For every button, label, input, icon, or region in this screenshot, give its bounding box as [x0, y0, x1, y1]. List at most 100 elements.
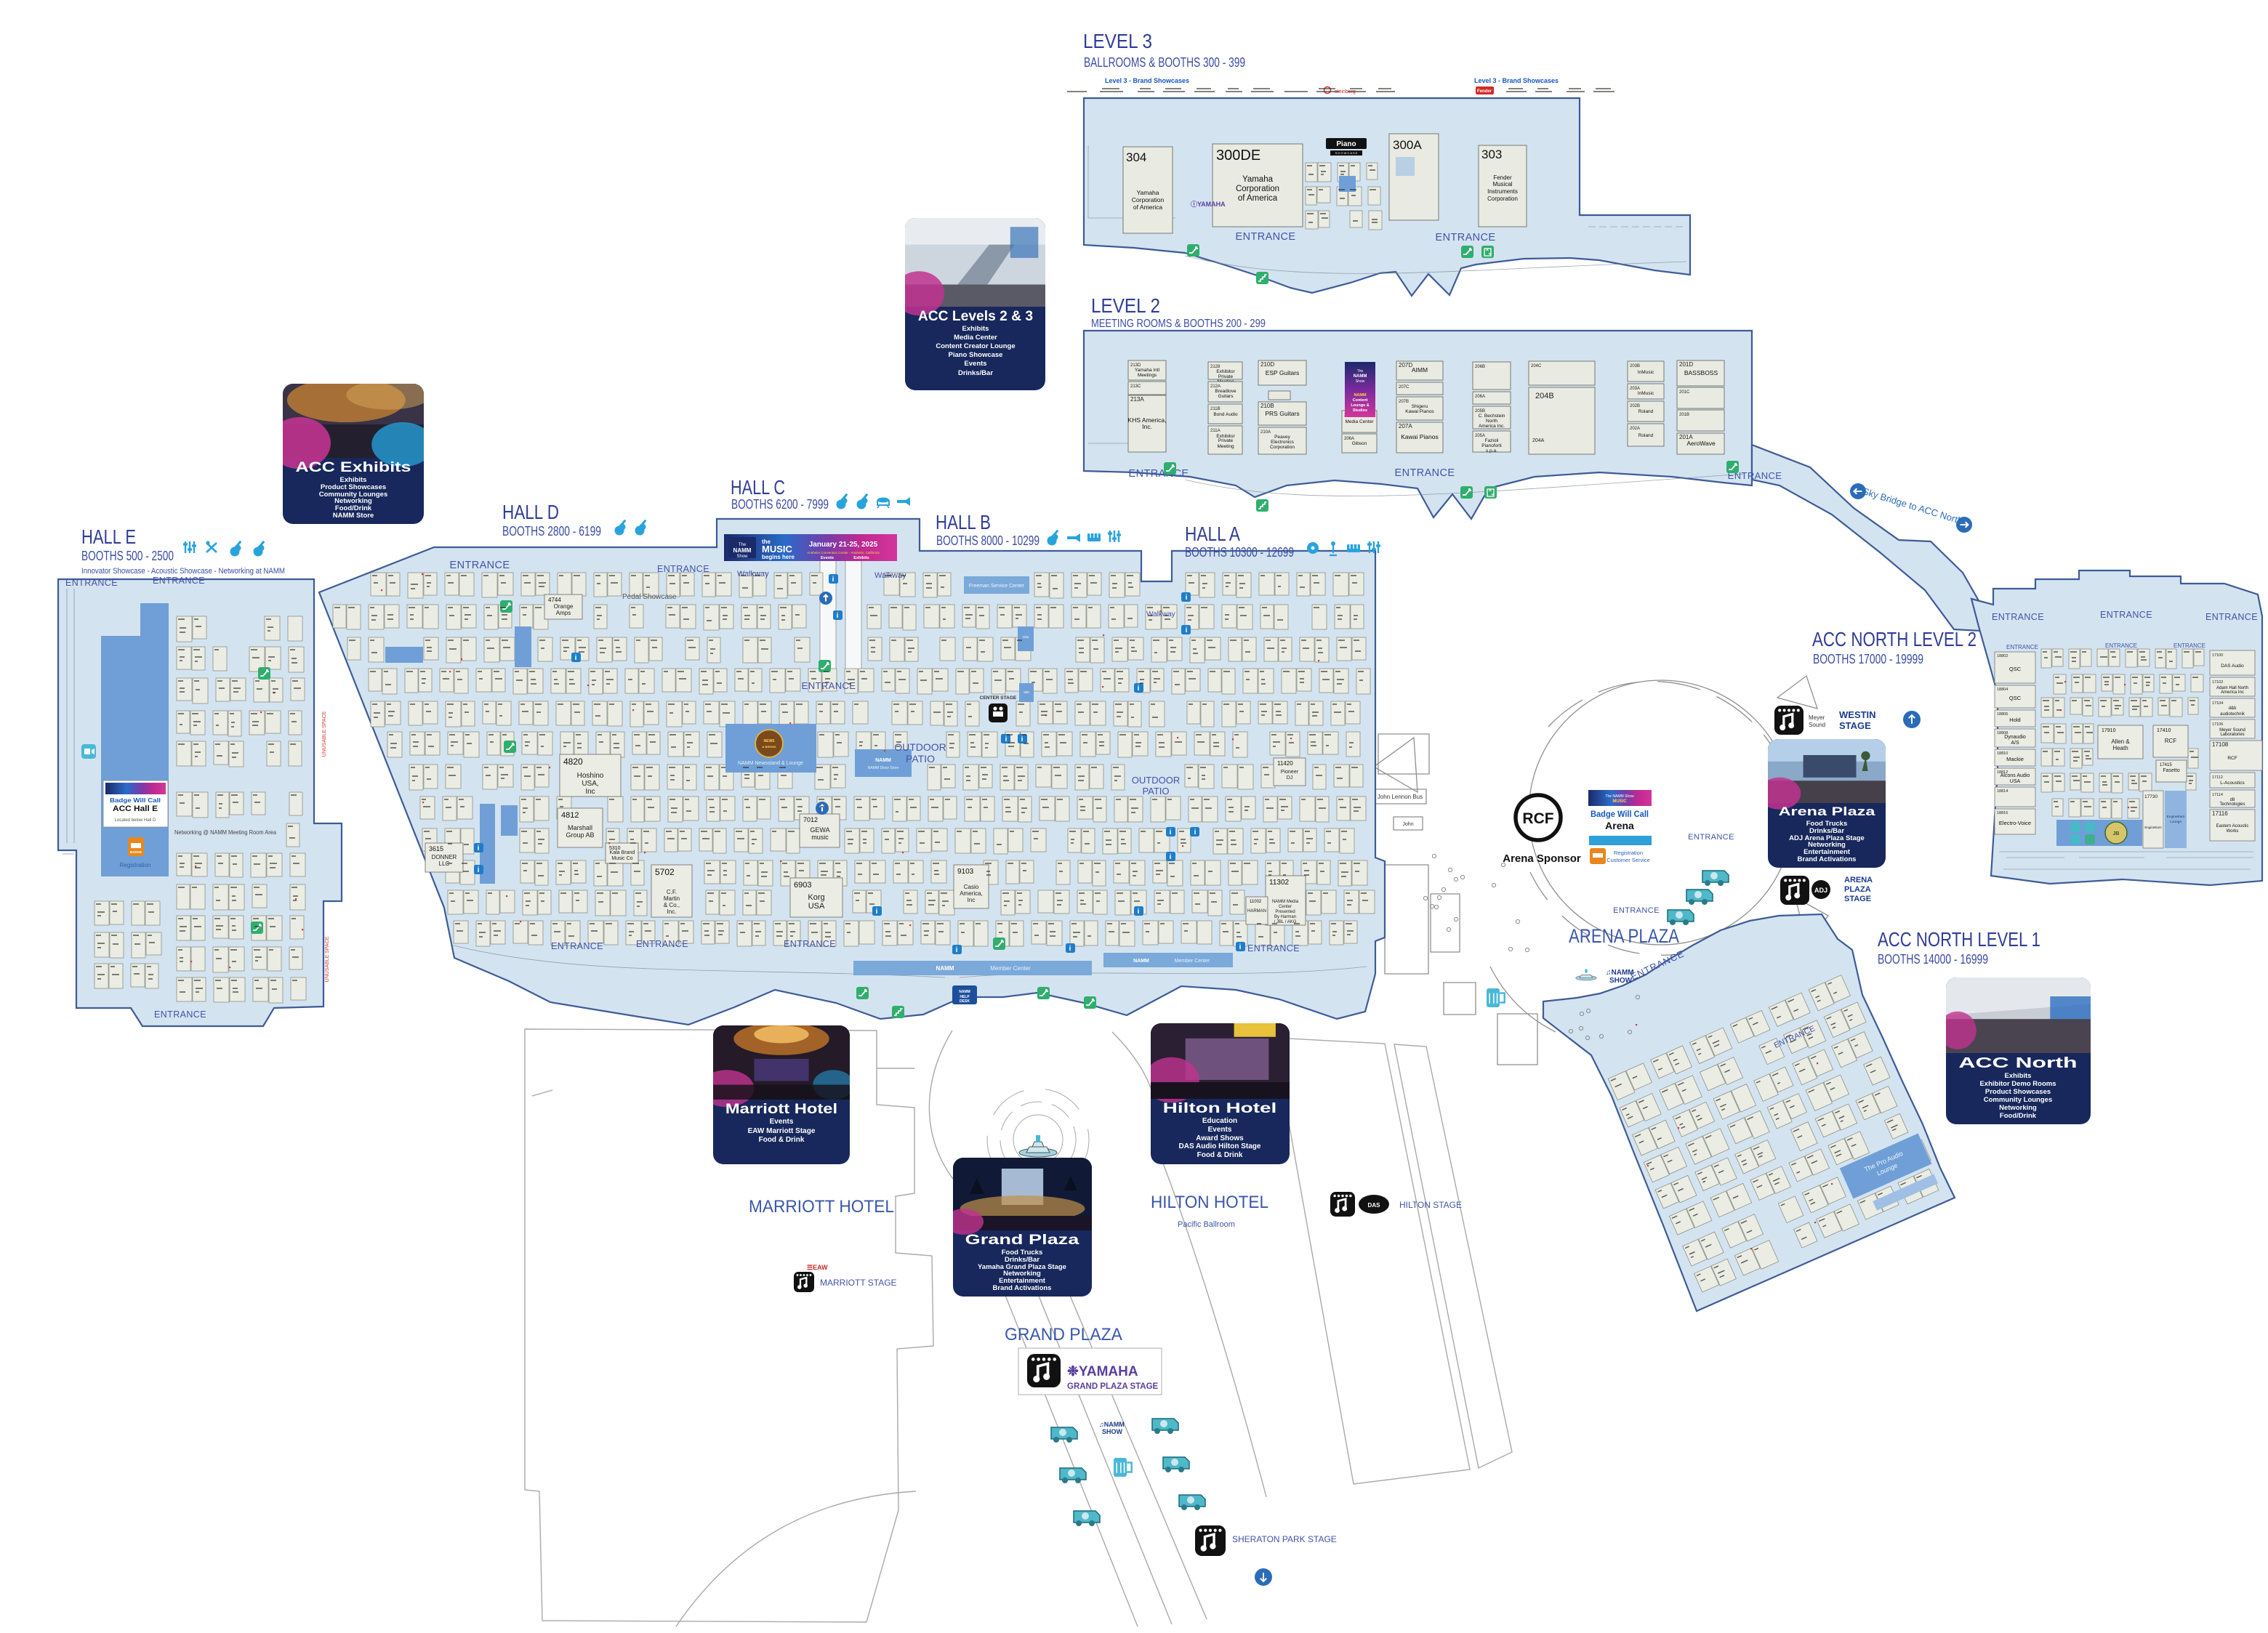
svg-text:6903: 6903: [794, 881, 811, 890]
svg-text:BALLROOMS & BOOTHS 300 - 399: BALLROOMS & BOOTHS 300 - 399: [1084, 55, 1245, 70]
svg-text:Piano Showcase: Piano Showcase: [949, 351, 1003, 359]
svg-text:i: i: [1138, 908, 1140, 916]
svg-text:NAMM Show Store: NAMM Show Store: [868, 766, 899, 770]
svg-text:STAGE: STAGE: [1839, 720, 1871, 731]
svg-text:Private: Private: [1218, 374, 1234, 379]
svg-text:QSC: QSC: [2009, 695, 2022, 701]
svg-text:America Inc: America Inc: [2221, 690, 2244, 695]
svg-text:ARENA: ARENA: [1844, 876, 1873, 884]
svg-text:MUSIC: MUSIC: [1612, 799, 1627, 804]
svg-text:Fasetto: Fasetto: [2163, 768, 2179, 773]
svg-text:i: i: [1186, 626, 1188, 634]
svg-text:Walkway: Walkway: [1146, 610, 1175, 618]
svg-text:Allen &: Allen &: [2111, 738, 2130, 745]
svg-text:Brand Activations: Brand Activations: [993, 1284, 1052, 1292]
svg-text:Member Center: Member Center: [1175, 959, 1210, 964]
svg-text:Product Showcases: Product Showcases: [1985, 1088, 2051, 1096]
svg-text:NAMM Media: NAMM Media: [1272, 900, 1299, 904]
svg-text:i: i: [956, 946, 958, 954]
svg-text:Yamaha Intl: Yamaha Intl: [1135, 368, 1160, 373]
svg-text:ENTRANCE: ENTRANCE: [65, 578, 118, 588]
svg-text:Music Co: Music Co: [611, 856, 632, 861]
svg-text:Events: Events: [770, 1118, 794, 1126]
svg-text:Musical: Musical: [1492, 181, 1512, 188]
svg-text:Exhibitor Demo Rooms: Exhibitor Demo Rooms: [1979, 1080, 2056, 1088]
svg-text:Food Trucks: Food Trucks: [1806, 820, 1847, 828]
svg-text:300A: 300A: [1393, 138, 1422, 152]
svg-text:17106: 17106: [2212, 722, 2223, 727]
svg-text:ENTRANCE: ENTRANCE: [2006, 644, 2038, 650]
svg-text:Hold: Hold: [2009, 717, 2020, 723]
svg-text:PATIO: PATIO: [1142, 786, 1169, 797]
svg-text:John: John: [1402, 822, 1413, 827]
svg-text:BOOTHS 2800 - 6199: BOOTHS 2800 - 6199: [502, 524, 601, 539]
svg-text:17100: 17100: [2212, 653, 2223, 658]
svg-text:i: i: [1239, 943, 1242, 951]
svg-text:Roland: Roland: [1638, 409, 1654, 414]
svg-text:HALL C: HALL C: [731, 476, 785, 499]
svg-text:4812: 4812: [561, 811, 579, 820]
svg-text:QSC: QSC: [2009, 666, 2022, 672]
svg-text:ENTRANCE: ENTRANCE: [657, 564, 709, 574]
svg-text:BASSBOSS: BASSBOSS: [1684, 369, 1718, 376]
svg-text:Community Lounges: Community Lounges: [1984, 1096, 2052, 1104]
svg-text:America,: America,: [960, 890, 983, 897]
svg-text:Amps: Amps: [556, 610, 571, 616]
svg-text:Fender: Fender: [1493, 174, 1512, 181]
svg-text:210D: 210D: [1260, 361, 1274, 368]
svg-text:212A: 212A: [1210, 384, 1221, 389]
svg-text:ENTRANCE: ENTRANCE: [636, 939, 688, 949]
svg-text:NAMM: NAMM: [1133, 959, 1149, 964]
svg-text:Show: Show: [1356, 379, 1365, 384]
svg-text:ENTRANCE: ENTRANCE: [551, 941, 603, 951]
svg-text:ACC Levels 2 & 3: ACC Levels 2 & 3: [918, 309, 1033, 324]
svg-text:Casio: Casio: [964, 884, 979, 890]
svg-text:STAGE: STAGE: [1844, 895, 1871, 903]
svg-text:NAMM: NAMM: [1354, 374, 1367, 379]
svg-text:Located below Hall D: Located below Hall D: [115, 818, 156, 823]
svg-text:213A: 213A: [1130, 396, 1144, 403]
svg-text:18810: 18810: [1997, 751, 2008, 756]
svg-text:210B: 210B: [1260, 403, 1274, 409]
svg-text:NAMM: NAMM: [959, 990, 970, 994]
svg-text:PLAZA: PLAZA: [1844, 885, 1871, 894]
svg-text:206A: 206A: [1475, 395, 1485, 399]
svg-text:17910: 17910: [2102, 728, 2116, 733]
svg-text:of America: of America: [1238, 194, 1278, 203]
svg-text:203B: 203B: [1630, 364, 1640, 368]
svg-text:11420: 11420: [1277, 760, 1293, 767]
svg-text:ENTRANCE: ENTRANCE: [2100, 610, 2152, 620]
svg-text:BOOTHS 6200 - 7999: BOOTHS 6200 - 7999: [731, 497, 829, 512]
svg-text:18802: 18802: [1997, 654, 2008, 658]
svg-text:Martin: Martin: [664, 895, 680, 902]
svg-text:Pedal Showcase: Pedal Showcase: [622, 593, 677, 601]
svg-text:NAMM: NAMM: [733, 547, 752, 554]
svg-text:ENTRANCE: ENTRANCE: [154, 1009, 206, 1020]
svg-text:Food/Drink: Food/Drink: [335, 504, 372, 512]
svg-text:207A: 207A: [1399, 423, 1412, 430]
svg-text:Yamaha Grand Plaza Stage: Yamaha Grand Plaza Stage: [978, 1263, 1066, 1271]
svg-text:MEETING ROOMS & BOOTHS 200 - 2: MEETING ROOMS & BOOTHS 200 - 299: [1091, 318, 1266, 330]
svg-text:ENTRANCE: ENTRANCE: [2105, 642, 2137, 649]
svg-text:Works: Works: [2227, 829, 2239, 834]
svg-text:ENTRANCE: ENTRANCE: [1129, 468, 1189, 480]
svg-text:Content Creator Lounge: Content Creator Lounge: [936, 342, 1015, 350]
svg-text:of America: of America: [1133, 203, 1162, 211]
svg-text:/ JBL / AKG: / JBL / AKG: [1274, 920, 1297, 924]
svg-text:MARRIOTT STAGE: MARRIOTT STAGE: [820, 1278, 897, 1288]
svg-text:C. Bechstein: C. Bechstein: [1479, 414, 1505, 419]
svg-text:DAS Audio Hilton Stage: DAS Audio Hilton Stage: [1179, 1142, 1261, 1150]
svg-text:Presented: Presented: [1275, 910, 1295, 914]
svg-text:4820: 4820: [563, 757, 583, 767]
svg-text:ENTRANCE: ENTRANCE: [1395, 467, 1455, 479]
svg-text:i: i: [1170, 853, 1172, 861]
svg-text:♫NAMM: ♫NAMM: [1099, 1421, 1125, 1428]
svg-text:210A: 210A: [1260, 430, 1271, 435]
svg-text:Pianoforti: Pianoforti: [1481, 443, 1501, 448]
svg-text:GRAND PLAZA STAGE: GRAND PLAZA STAGE: [1067, 1382, 1159, 1391]
svg-text:Yamaha: Yamaha: [1136, 189, 1159, 196]
svg-text:Networking @ NAMM Meeting Room: Networking @ NAMM Meeting Room Area: [174, 828, 276, 836]
svg-text:Member Center: Member Center: [990, 965, 1031, 972]
svg-text:DAS Audio: DAS Audio: [2221, 664, 2244, 669]
svg-text:Pacific Ballroom: Pacific Ballroom: [1178, 1220, 1235, 1229]
